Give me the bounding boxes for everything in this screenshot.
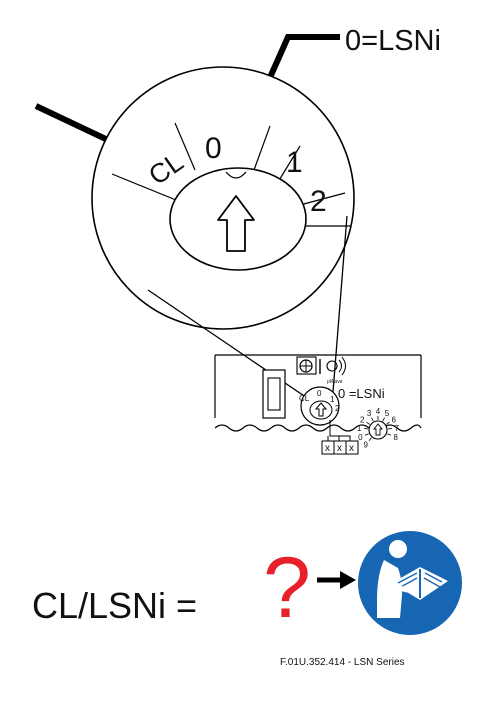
torn-edge: [214, 424, 422, 432]
callout-label: 0=LSNi: [345, 25, 441, 57]
dial-arrow-icon: [217, 195, 255, 252]
rotary-tick: [368, 437, 372, 441]
magnified-dial: CL 0 1 2: [91, 66, 355, 330]
small-dial-cl: CL: [299, 394, 310, 403]
rotary-tick: [387, 433, 392, 436]
rotary-digit-4: 4: [376, 407, 381, 416]
dial-label-1: 1: [286, 146, 303, 179]
rotary-digit-1: 1: [357, 424, 362, 433]
device-brand: pWave: [326, 379, 343, 385]
question-mark: ?: [263, 540, 311, 636]
doc-reference: F.01U.352.414 - LSN Series: [280, 657, 405, 668]
rotary-tick: [386, 421, 390, 425]
rotary-digit-2: 2: [360, 415, 365, 424]
rotary-digit-5: 5: [385, 409, 390, 418]
terminal-3: x: [349, 443, 354, 454]
rotary-tick: [366, 421, 370, 425]
rotary-tick: [382, 417, 385, 422]
device-label: 0 =LSNi: [338, 386, 385, 401]
rotary-digit-7: 7: [395, 424, 400, 433]
terminal-block: x x x: [321, 440, 359, 455]
terminal-2: x: [337, 443, 342, 454]
rotary-digit-8: 8: [393, 433, 398, 442]
rotary-digit-9: 9: [364, 441, 369, 450]
rotary-tick: [364, 433, 369, 436]
dial-label-0: 0: [205, 132, 222, 165]
rotary-digit-3: 3: [367, 409, 372, 418]
small-dial-2: 2: [335, 404, 340, 413]
arrow-icon: [317, 571, 356, 589]
dial-label-2: 2: [310, 185, 327, 218]
terminal-1: x: [325, 443, 330, 454]
small-dial-1: 1: [330, 395, 335, 404]
small-dial-0: 0: [317, 389, 322, 398]
read-manual-icon: [358, 531, 462, 635]
rotary-tick: [371, 417, 374, 422]
zoom-line-left: [147, 289, 317, 405]
rotary-digit-0: 0: [358, 433, 363, 442]
wireless-icon: [338, 356, 346, 376]
equation-lhs: CL/LSNi =: [32, 585, 197, 626]
rotary-digit-6: 6: [392, 415, 397, 424]
